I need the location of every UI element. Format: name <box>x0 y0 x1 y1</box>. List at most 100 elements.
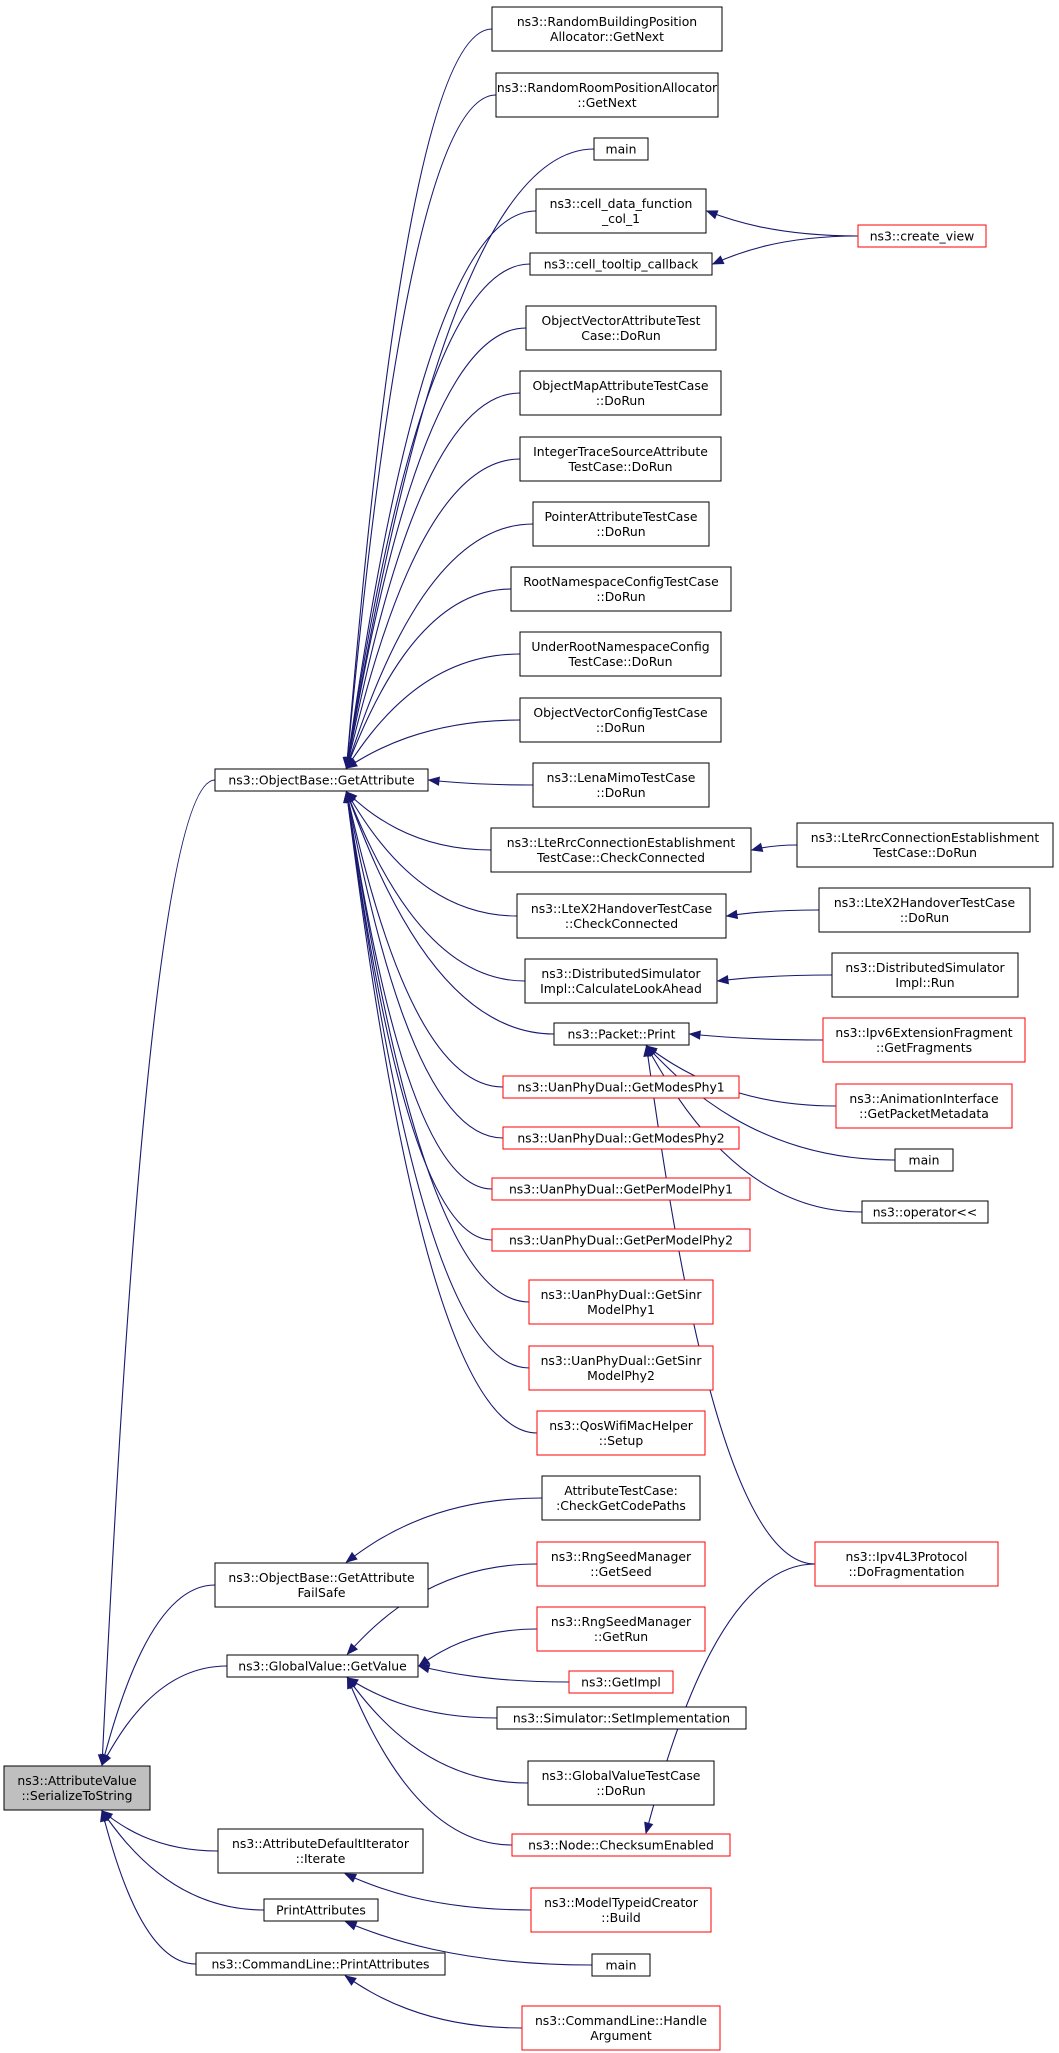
node-ovct[interactable]: ObjectVectorConfigTestCase::DoRun <box>519 697 722 743</box>
node-x2dorun[interactable]: ns3::LteX2HandoverTestCase::DoRun <box>818 887 1031 933</box>
node-label: ns3::GetImpl <box>581 1675 661 1690</box>
node-box <box>553 1022 690 1046</box>
node-celldata[interactable]: ns3::cell_data_function_col_1 <box>535 188 707 234</box>
node-main1[interactable]: main <box>593 137 649 161</box>
node-rrpa[interactable]: ns3::RandomRoomPositionAllocator::GetNex… <box>495 72 719 118</box>
edge-clprint-to-serialize <box>101 1810 197 1965</box>
node-mtcbuild[interactable]: ns3::ModelTypeidCreator::Build <box>530 1887 712 1933</box>
node-main3[interactable]: main <box>591 1953 651 1977</box>
edge-x2cc-to-getattr <box>346 791 518 917</box>
node-label: ::GetNext <box>577 95 636 110</box>
node-lenamimo[interactable]: ns3::LenaMimoTestCase::DoRun <box>532 762 710 808</box>
node-ipv6frag[interactable]: ns3::Ipv6ExtensionFragment::GetFragments <box>822 1017 1026 1063</box>
node-simsetimpl[interactable]: ns3::Simulator::SetImplementation <box>496 1706 747 1730</box>
node-gvtc[interactable]: ns3::GlobalValueTestCase::DoRun <box>527 1760 715 1806</box>
node-clprint[interactable]: ns3::CommandLine::PrintAttributes <box>195 1952 446 1976</box>
node-box <box>796 822 1054 868</box>
node-gmp1[interactable]: ns3::UanPhyDual::GetModesPhy1 <box>502 1075 740 1099</box>
node-label: ns3::cell_tooltip_callback <box>544 257 699 272</box>
arrowhead <box>427 776 440 786</box>
arrowhead <box>711 255 725 265</box>
arrowhead <box>688 1030 701 1040</box>
node-getattr[interactable]: ns3::ObjectBase::GetAttribute <box>214 768 429 792</box>
node-createview[interactable]: ns3::create_view <box>857 224 987 248</box>
node-rngrun[interactable]: ns3::RngSeedManager::GetRun <box>536 1606 706 1652</box>
node-label: ns3::LteX2HandoverTestCase <box>834 895 1015 910</box>
node-label: ns3::GlobalValueTestCase <box>542 1768 701 1783</box>
arrowhead <box>345 1551 358 1563</box>
node-label: ns3::AttributeValue <box>17 1773 136 1788</box>
node-gmp2[interactable]: ns3::UanPhyDual::GetModesPhy2 <box>502 1126 740 1150</box>
node-label: ns3::UanPhyDual::GetSinr <box>541 1287 703 1302</box>
node-box <box>822 1017 1026 1063</box>
node-x2cc[interactable]: ns3::LteX2HandoverTestCase::CheckConnect… <box>516 893 727 939</box>
node-printattrs[interactable]: PrintAttributes <box>263 1898 379 1922</box>
node-label: main <box>606 142 637 157</box>
node-box <box>861 1200 989 1224</box>
node-label: ns3::UanPhyDual::GetPerModelPhy2 <box>509 1233 733 1248</box>
node-box <box>530 1887 712 1933</box>
node-rnct[interactable]: RootNamespaceConfigTestCase::DoRun <box>510 566 732 612</box>
node-gpm1[interactable]: ns3::UanPhyDual::GetPerModelPhy1 <box>491 1177 751 1201</box>
node-label: ::DoRun <box>596 1783 645 1798</box>
node-oplt[interactable]: ns3::operator<< <box>861 1200 989 1224</box>
node-box <box>510 566 732 612</box>
node-label: ns3::cell_data_function <box>550 196 693 211</box>
node-getimpl[interactable]: ns3::GetImpl <box>568 1670 674 1694</box>
node-dscla[interactable]: ns3::DistributedSimulatorImpl::Calculate… <box>524 958 718 1004</box>
node-label: ns3::Packet::Print <box>568 1027 676 1042</box>
node-checksum[interactable]: ns3::Node::ChecksumEnabled <box>511 1833 731 1857</box>
node-box <box>214 1562 429 1608</box>
node-ltedorun[interactable]: ns3::LteRrcConnectionEstablishmentTestCa… <box>796 822 1054 868</box>
node-box <box>502 1126 740 1150</box>
node-ltecc[interactable]: ns3::LteRrcConnectionEstablishmentTestCa… <box>490 827 752 873</box>
edge-main1-to-getattr <box>345 148 595 769</box>
edge-getattrfs-to-serialize <box>101 1584 216 1766</box>
node-rngseed[interactable]: ns3::RngSeedManager::GetSeed <box>536 1541 706 1587</box>
node-box <box>519 697 722 743</box>
node-omat[interactable]: ObjectMapAttributeTestCase::DoRun <box>519 370 722 416</box>
node-label: _col_1 <box>601 211 640 226</box>
node-attrtc[interactable]: AttributeTestCase::CheckGetCodePaths <box>541 1475 701 1521</box>
node-label: Impl::CalculateLookAhead <box>540 981 702 996</box>
node-label: FailSafe <box>298 1585 346 1600</box>
node-label: ::GetSeed <box>590 1564 651 1579</box>
node-pktprint[interactable]: ns3::Packet::Print <box>553 1022 690 1046</box>
node-itsa[interactable]: IntegerTraceSourceAttributeTestCase::DoR… <box>519 436 722 482</box>
node-box <box>857 224 987 248</box>
node-label: PrintAttributes <box>276 1903 366 1918</box>
node-label: RootNamespaceConfigTestCase <box>523 574 718 589</box>
node-main2[interactable]: main <box>894 1148 954 1172</box>
node-box <box>491 1177 751 1201</box>
edge-adi-to-serialize <box>101 1810 219 1852</box>
node-serialize[interactable]: ns3::AttributeValue::SerializeToString <box>3 1765 151 1811</box>
node-gpm2[interactable]: ns3::UanPhyDual::GetPerModelPhy2 <box>491 1228 751 1252</box>
node-adi[interactable]: ns3::AttributeDefaultIterator::Iterate <box>217 1828 424 1874</box>
node-gvget[interactable]: ns3::GlobalValue::GetValue <box>226 1654 419 1678</box>
node-qoswifi[interactable]: ns3::QosWifiMacHelper::Setup <box>536 1410 706 1456</box>
edge-qoswifi-to-getattr <box>345 791 538 1434</box>
node-pat[interactable]: PointerAttributeTestCase::DoRun <box>532 501 710 547</box>
node-label: Argument <box>590 2028 652 2043</box>
node-box <box>214 768 429 792</box>
node-box <box>521 2005 721 2051</box>
node-ipv4frag[interactable]: ns3::Ipv4L3Protocol::DoFragmentation <box>814 1541 999 1587</box>
arrowhead <box>716 975 729 985</box>
node-label: ::DoRun <box>596 589 645 604</box>
edge-rbpa-to-getattr <box>345 28 493 769</box>
arrowhead <box>345 758 358 769</box>
node-label: ns3::Node::ChecksumEnabled <box>528 1838 714 1853</box>
node-animpkt[interactable]: ns3::AnimationInterface::GetPacketMetada… <box>835 1083 1013 1129</box>
edge-simsetimpl-to-gvget <box>347 1677 498 1719</box>
node-box <box>818 887 1031 933</box>
node-celltip[interactable]: ns3::cell_tooltip_callback <box>529 252 713 276</box>
edge-gvget-to-serialize <box>101 1665 228 1766</box>
node-rbpa[interactable]: ns3::RandomBuildingPositionAllocator::Ge… <box>491 6 723 52</box>
